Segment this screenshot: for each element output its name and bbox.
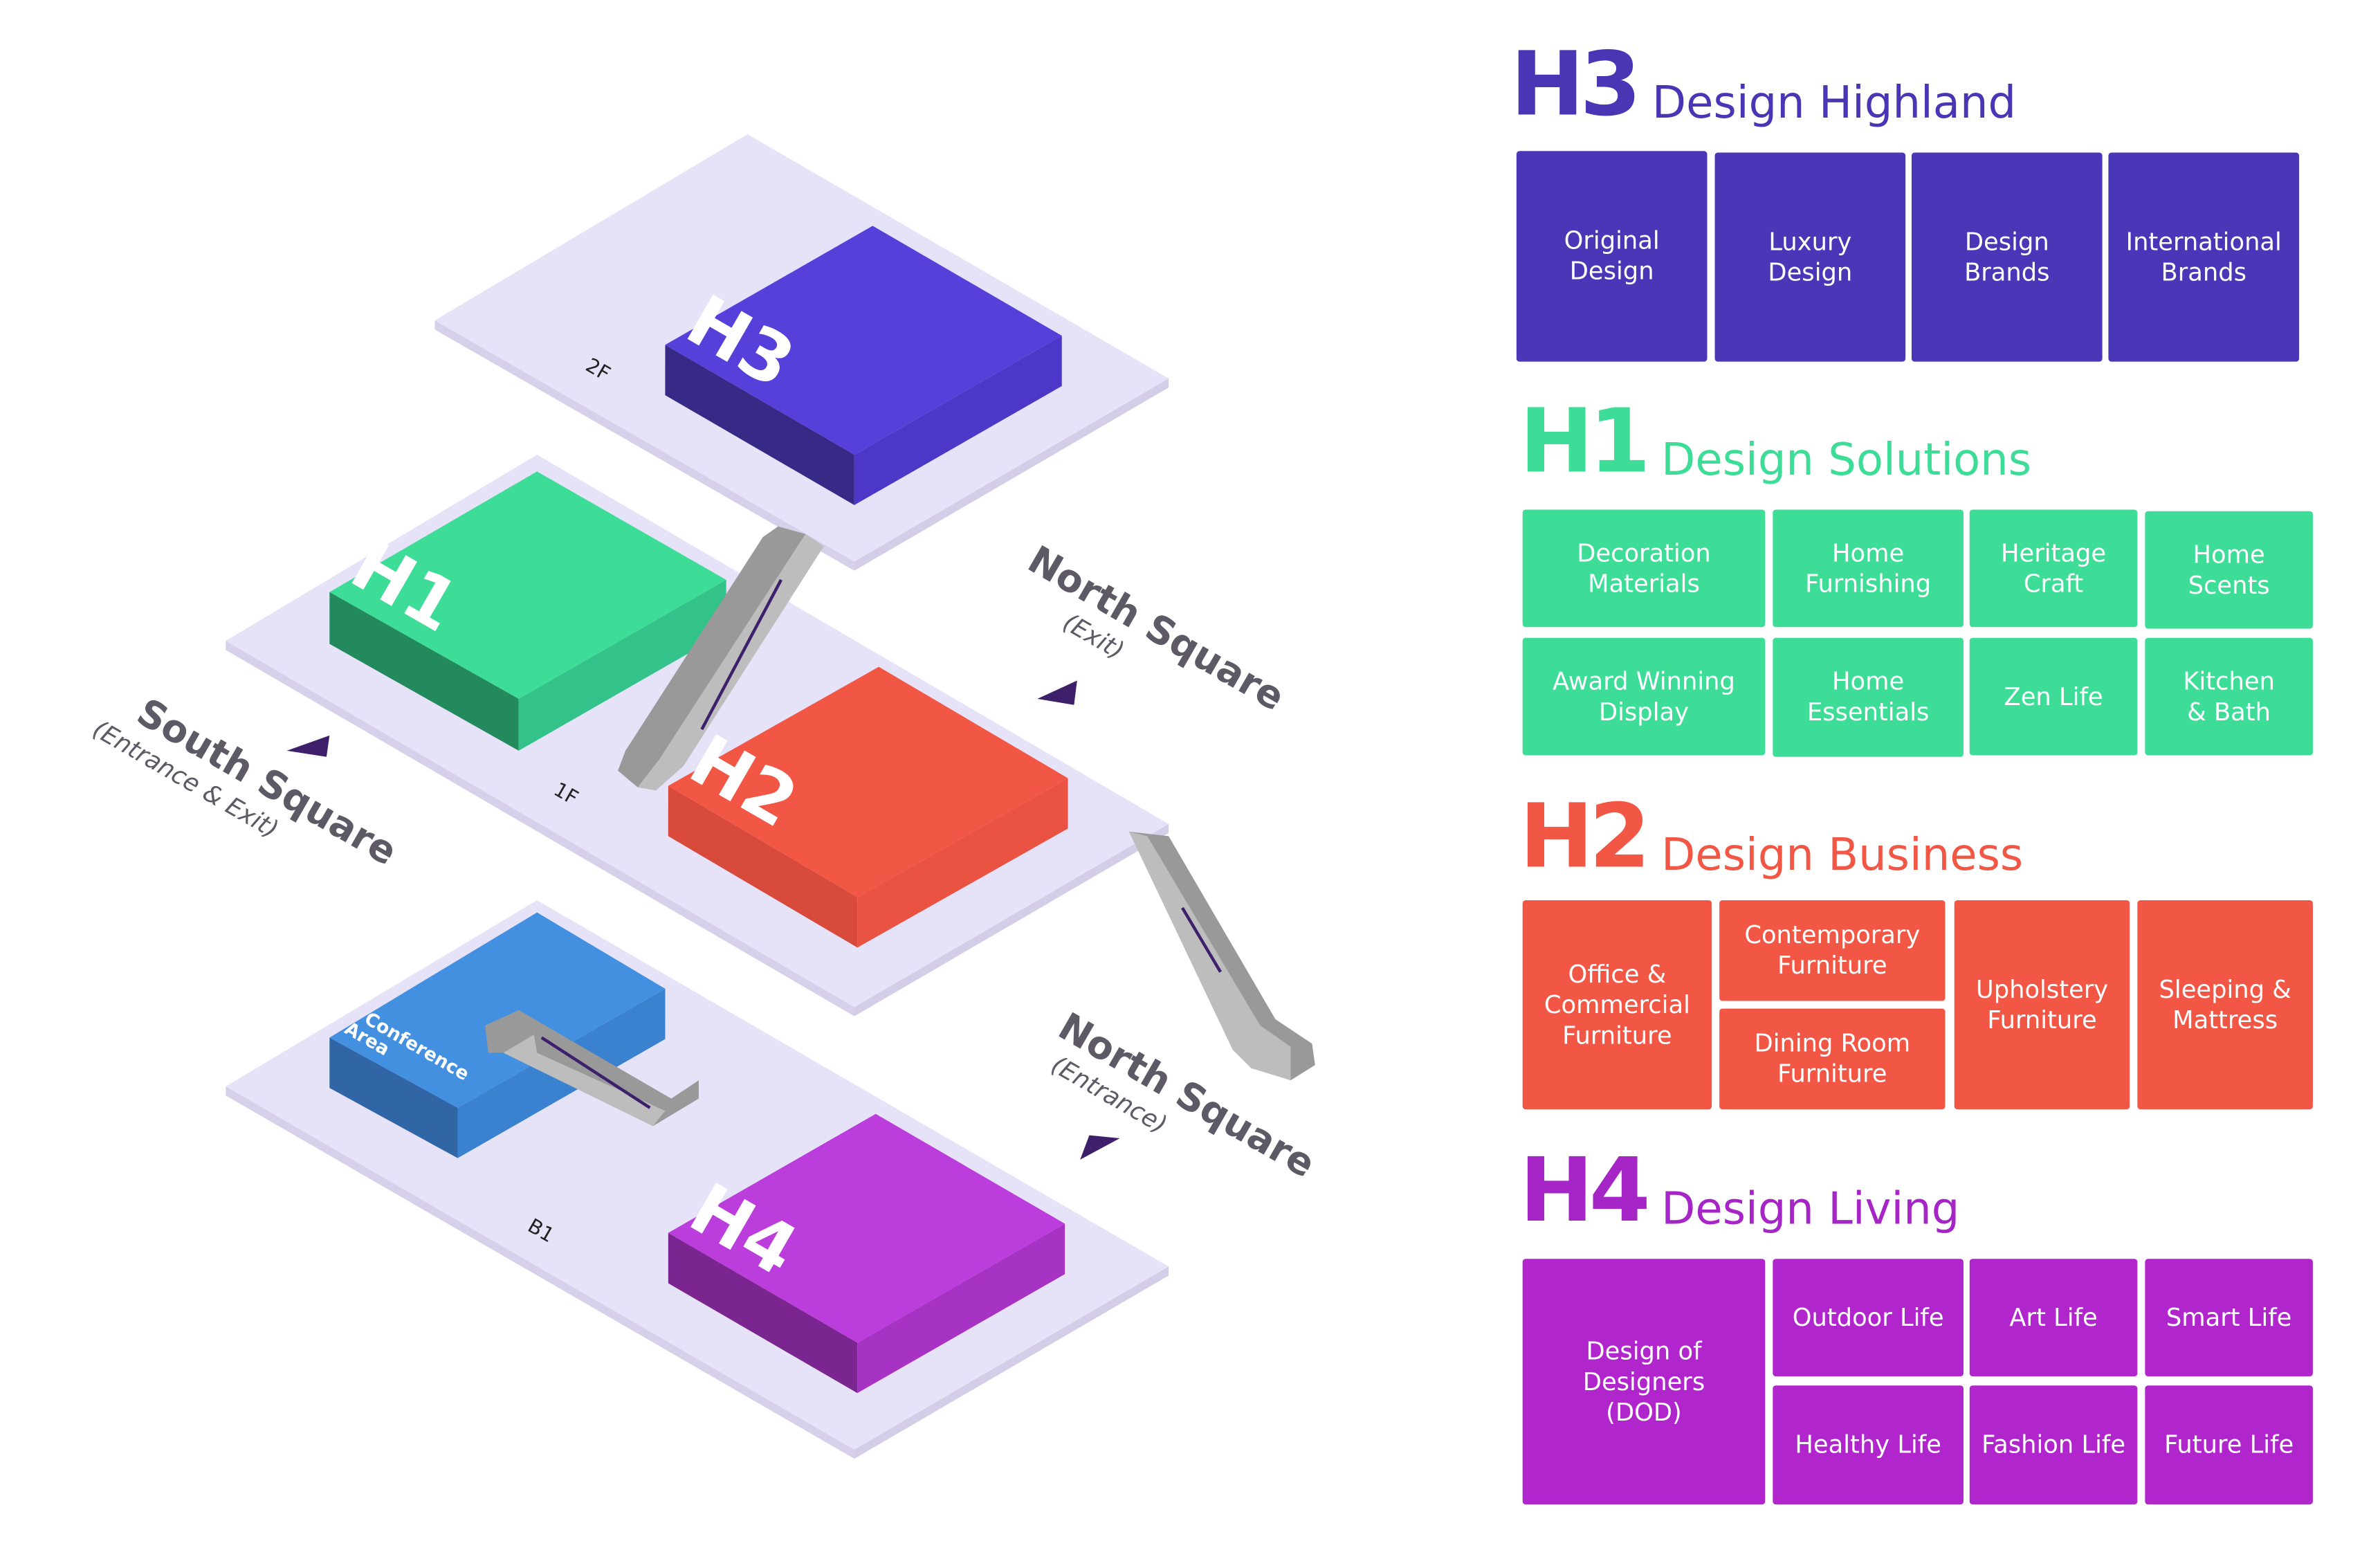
escalator-b1-conference-surface [503,1034,666,1127]
h1-tile: Home Essentials [1773,637,1964,757]
south-entrance-arrow-icon [286,735,330,757]
hall-h1-block-top [329,471,726,699]
hall-h3-block-right-side [854,336,1062,505]
h4-tile: Outdoor Life [1773,1259,1964,1377]
h3-tile: International Brands [2108,152,2300,362]
h4-tile: Design of Designers (DOD) [1522,1259,1766,1505]
escalator-1f-2f-arrow-icon [700,578,782,731]
h3-heading: H3 Design Highland [1510,32,2017,136]
h4-heading: H4 Design Living [1519,1138,1960,1242]
h3-title: Design Highland [1651,76,2017,129]
floor-plate-b1-left-side [226,1086,854,1459]
floor-plate-1f-right-side [854,823,1169,1016]
h2-title: Design Business [1661,828,2024,881]
h1-tile: Award Winning Display [1522,637,1766,756]
entrance-direction-arrow-icon [1080,1135,1120,1160]
h4-tile: Art Life [1969,1259,2138,1377]
h2-tile: Dining Room Furniture [1719,1008,1946,1110]
hall-h4-block-right-side [857,1223,1065,1394]
h1-tile: Decoration Materials [1522,509,1766,628]
h2-tile: Upholstery Furniture [1954,900,2130,1110]
hall-h1-block-right-side [518,579,726,751]
h1-tile: Zen Life [1969,637,2138,756]
h2-tile: Sleeping & Mattress [2137,900,2313,1110]
h1-title: Design Solutions [1661,433,2032,486]
h4-title: Design Living [1661,1182,1960,1234]
hall-h1-block-left-side [329,592,519,751]
h4-tile: Future Life [2145,1385,2313,1505]
escalator-1f-b1-arrow-icon [1181,906,1222,973]
h1-tile: Heritage Craft [1969,509,2138,628]
hall-h3-block-top [665,226,1062,455]
hall-h2-block-top [668,666,1068,897]
exit-direction-arrow-icon [1037,680,1077,705]
hall-h4-block-left-side [668,1232,858,1394]
h2-heading: H2 Design Business [1519,784,2024,888]
h3-code: H3 [1510,32,1641,136]
hall-h2-block-left-side [668,785,858,948]
h1-tile: Home Furnishing [1773,509,1964,628]
h1-code: H1 [1519,389,1650,493]
floor-plate-2f-right-side [854,378,1169,571]
h1-heading: H1 Design Solutions [1519,389,2032,493]
escalator-b1-conference-side [485,1010,699,1127]
hall-h3-block-left-side [665,345,854,505]
h4-code: H4 [1519,1138,1650,1242]
h2-code: H2 [1519,784,1650,888]
escalator-1f-2f-surface [637,534,824,791]
north-square-exit-label: North Square (Exit) [1020,537,1292,719]
h4-tile: Healthy Life [1773,1385,1964,1505]
isometric-floor-map: 2F 1F B1 H3 H1 H2 H4 Conference Area Nor… [88,134,1323,1459]
escalator-b1-conference-arrow-icon [540,1036,651,1109]
h4-tile: Fashion Life [1969,1385,2138,1505]
h2-tile: Office & Commercial Furniture [1522,900,1712,1110]
h3-tile: Original Design [1516,151,1708,362]
conference-area-block-top [329,912,666,1108]
h4-tile: Smart Life [2145,1259,2313,1377]
floor-plate-1f-left-side [226,641,854,1016]
h1-tile: Home Scents [2145,511,2313,629]
h3-tile: Design Brands [1911,152,2103,362]
hall-h4-block-top [668,1113,1065,1343]
h2-tile: Contemporary Furniture [1719,900,1946,1001]
escalator-1f-2f-side [618,526,806,787]
h1-tile: Kitchen & Bath [2145,637,2313,756]
conference-area-block-left-side [329,1037,458,1158]
floor-plate-2f-left-side [434,320,854,571]
h3-tile: Luxury Design [1714,152,1906,362]
floor-plate-b1-right-side [854,1266,1169,1459]
hall-h2-block-right-side [857,778,1068,948]
